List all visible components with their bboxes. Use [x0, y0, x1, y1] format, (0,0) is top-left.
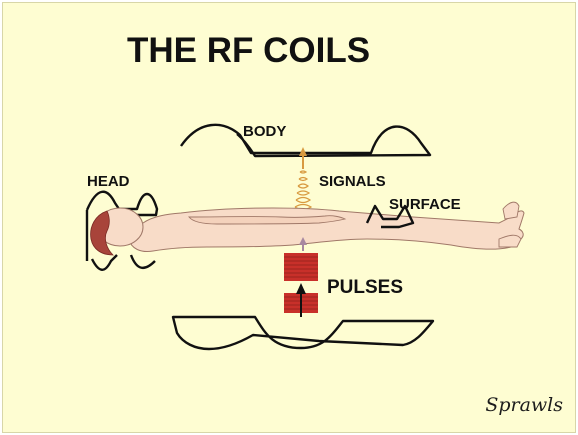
signature: Sprawls: [485, 394, 563, 416]
label-signals: SIGNALS: [319, 174, 386, 189]
page-title-text: THE RF COILS: [127, 33, 370, 68]
label-head: HEAD: [87, 174, 130, 189]
lower-body-coil: [173, 317, 433, 349]
label-pulses: PULSES: [327, 278, 403, 297]
pulses-arrow-head: [296, 283, 306, 294]
label-body: BODY: [243, 124, 286, 139]
signals-arrow-head: [299, 147, 307, 156]
body-coil: [181, 125, 430, 156]
label-surface: SURFACE: [389, 197, 461, 212]
